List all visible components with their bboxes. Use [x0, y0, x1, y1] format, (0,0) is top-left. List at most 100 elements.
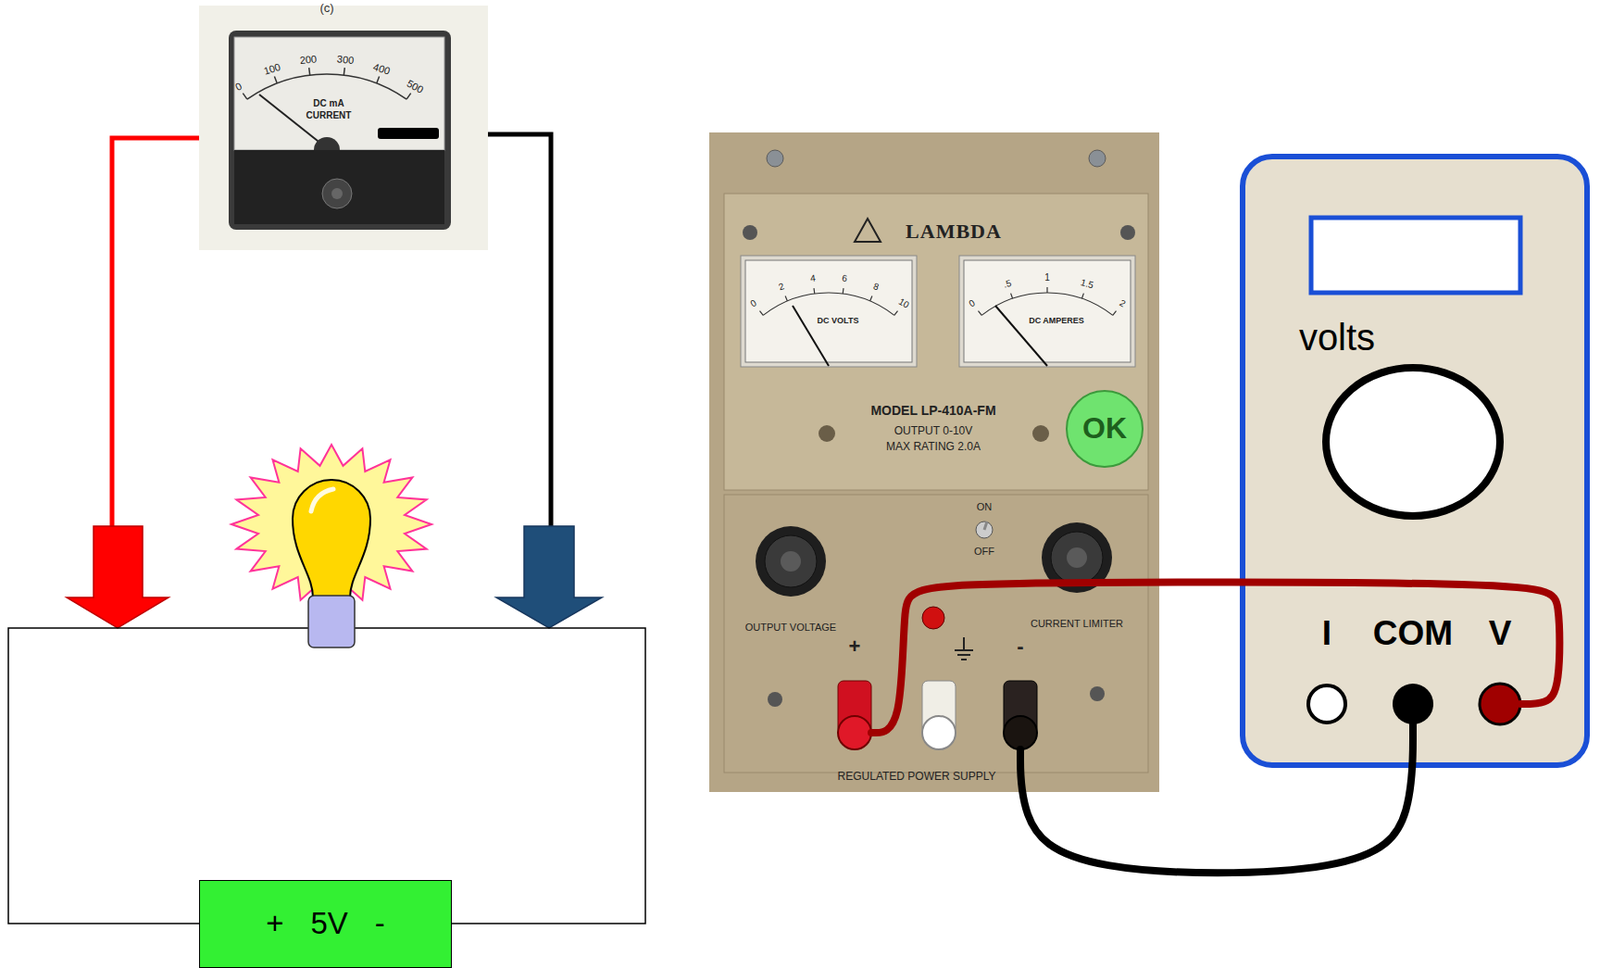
terminal-label: I [1322, 615, 1332, 652]
voltmeter-panel: DC VOLTS 0 2 4 6 8 10 [745, 260, 913, 363]
panel-label: 8 [871, 281, 880, 293]
power-supply-panel [709, 132, 1160, 792]
panel-label: MODEL LP-410A-FM [870, 403, 996, 418]
panel-label: CURRENT LIMITER [1030, 618, 1124, 630]
bulb-base [308, 595, 355, 648]
panel-label: LAMBDA [905, 220, 1002, 242]
binding-post: - [1003, 635, 1038, 750]
input-jack [1479, 683, 1521, 725]
terminal-label: COM [1373, 615, 1453, 652]
panel-hole [818, 425, 836, 442]
meter-face [963, 260, 1131, 363]
panel-label: 1.5 [1079, 277, 1095, 291]
panel-hole [1032, 425, 1050, 442]
meter-face [745, 260, 913, 363]
panel-screw [742, 225, 758, 240]
switch-lever [984, 521, 988, 530]
multimeter-display [1311, 217, 1521, 293]
box-label: + 5V - [265, 907, 386, 940]
input-jack: COM [1370, 615, 1457, 725]
meter-needle [995, 305, 1048, 366]
bulb-highlight [311, 488, 334, 512]
panel-label: 200 [299, 54, 317, 67]
battery-box: + 5V - [199, 879, 452, 968]
lower-panel [724, 494, 1149, 773]
test-lead [871, 582, 1560, 733]
panel-label: 300 [337, 54, 355, 67]
panel-label: DC VOLTS [817, 316, 860, 325]
meter-housing [959, 255, 1136, 367]
multimeter: voltsICOMV [1242, 156, 1588, 765]
photo-background [199, 5, 488, 250]
terminal-label: + [849, 635, 862, 657]
lambda-logo [854, 218, 881, 242]
panel-label: REGULATED POWER SUPPLY [837, 770, 997, 783]
panel-screw [766, 150, 784, 167]
panel-label: OFF [974, 546, 995, 558]
knob-cap [764, 535, 817, 588]
input-jack [1392, 683, 1434, 725]
zero-adjust [322, 178, 352, 209]
panel-label: ON [976, 501, 993, 513]
meter-needle [792, 305, 829, 366]
black-lead [487, 134, 551, 526]
panel-label: CURRENT [306, 111, 352, 122]
test-lead [1020, 724, 1413, 873]
pilot-lamp [922, 606, 945, 629]
needle-pivot [313, 137, 340, 150]
knob-center [780, 550, 801, 572]
panel-label: 0 [967, 298, 977, 310]
knob-center [1066, 547, 1088, 568]
bulb-glass [292, 479, 371, 598]
panel-label: OUTPUT VOLTAGE [745, 622, 837, 634]
panel-screw [1089, 686, 1105, 701]
zero-adjust-screw [331, 187, 343, 200]
upper-panel [724, 193, 1149, 490]
multimeter-body [1242, 156, 1588, 765]
ground-terminal [922, 715, 956, 750]
light-burst [231, 444, 432, 604]
panel-label: (c) [319, 1, 334, 15]
panel-screw [767, 691, 783, 707]
knob-cap [1050, 531, 1103, 584]
selector-dial [1325, 367, 1500, 516]
meter-housing [740, 255, 917, 367]
panel-label: 10 [896, 296, 911, 311]
input-jack [1308, 685, 1346, 723]
blue-probe-arrow [496, 525, 602, 628]
ammeter-face: (c)0100200300400500DC mACURRENT [199, 0, 488, 250]
ammeter-panel: DC AMPERES0.511.52 [963, 260, 1131, 363]
panel-label: 0 [233, 80, 244, 93]
panel-label: .5 [1002, 278, 1013, 290]
panel-label: 2 [777, 281, 787, 293]
panel-label: 4 [809, 274, 816, 285]
ok-sticker: OK [1065, 389, 1144, 468]
panel-label: volts [1299, 317, 1375, 357]
meter-face [234, 37, 445, 150]
terminal-label: - [1016, 635, 1024, 657]
meter-base [234, 150, 445, 225]
panel-label: 0 [749, 298, 759, 310]
panel-label: DC mA [312, 99, 344, 110]
meter-bezel [228, 30, 451, 230]
panel-label: MAX RATING 2.0A [886, 440, 981, 453]
panel-screw [1120, 225, 1136, 240]
panel-label: 500 [404, 78, 425, 97]
scale-arc [247, 74, 407, 100]
input-jack: I [1306, 615, 1348, 725]
redaction-bar [377, 127, 439, 139]
panel-screw [1088, 150, 1106, 167]
panel-label: OUTPUT 0-10V [894, 425, 973, 438]
positive-terminal [837, 715, 872, 750]
red-probe-arrow [66, 525, 169, 628]
panel-label: 1 [1044, 273, 1050, 284]
negative-terminal [1003, 715, 1038, 750]
binding-post: + [837, 635, 872, 750]
panel-label: 6 [841, 274, 849, 285]
panel-label: DC AMPERES [1028, 316, 1085, 325]
panel-label: 400 [372, 62, 392, 77]
